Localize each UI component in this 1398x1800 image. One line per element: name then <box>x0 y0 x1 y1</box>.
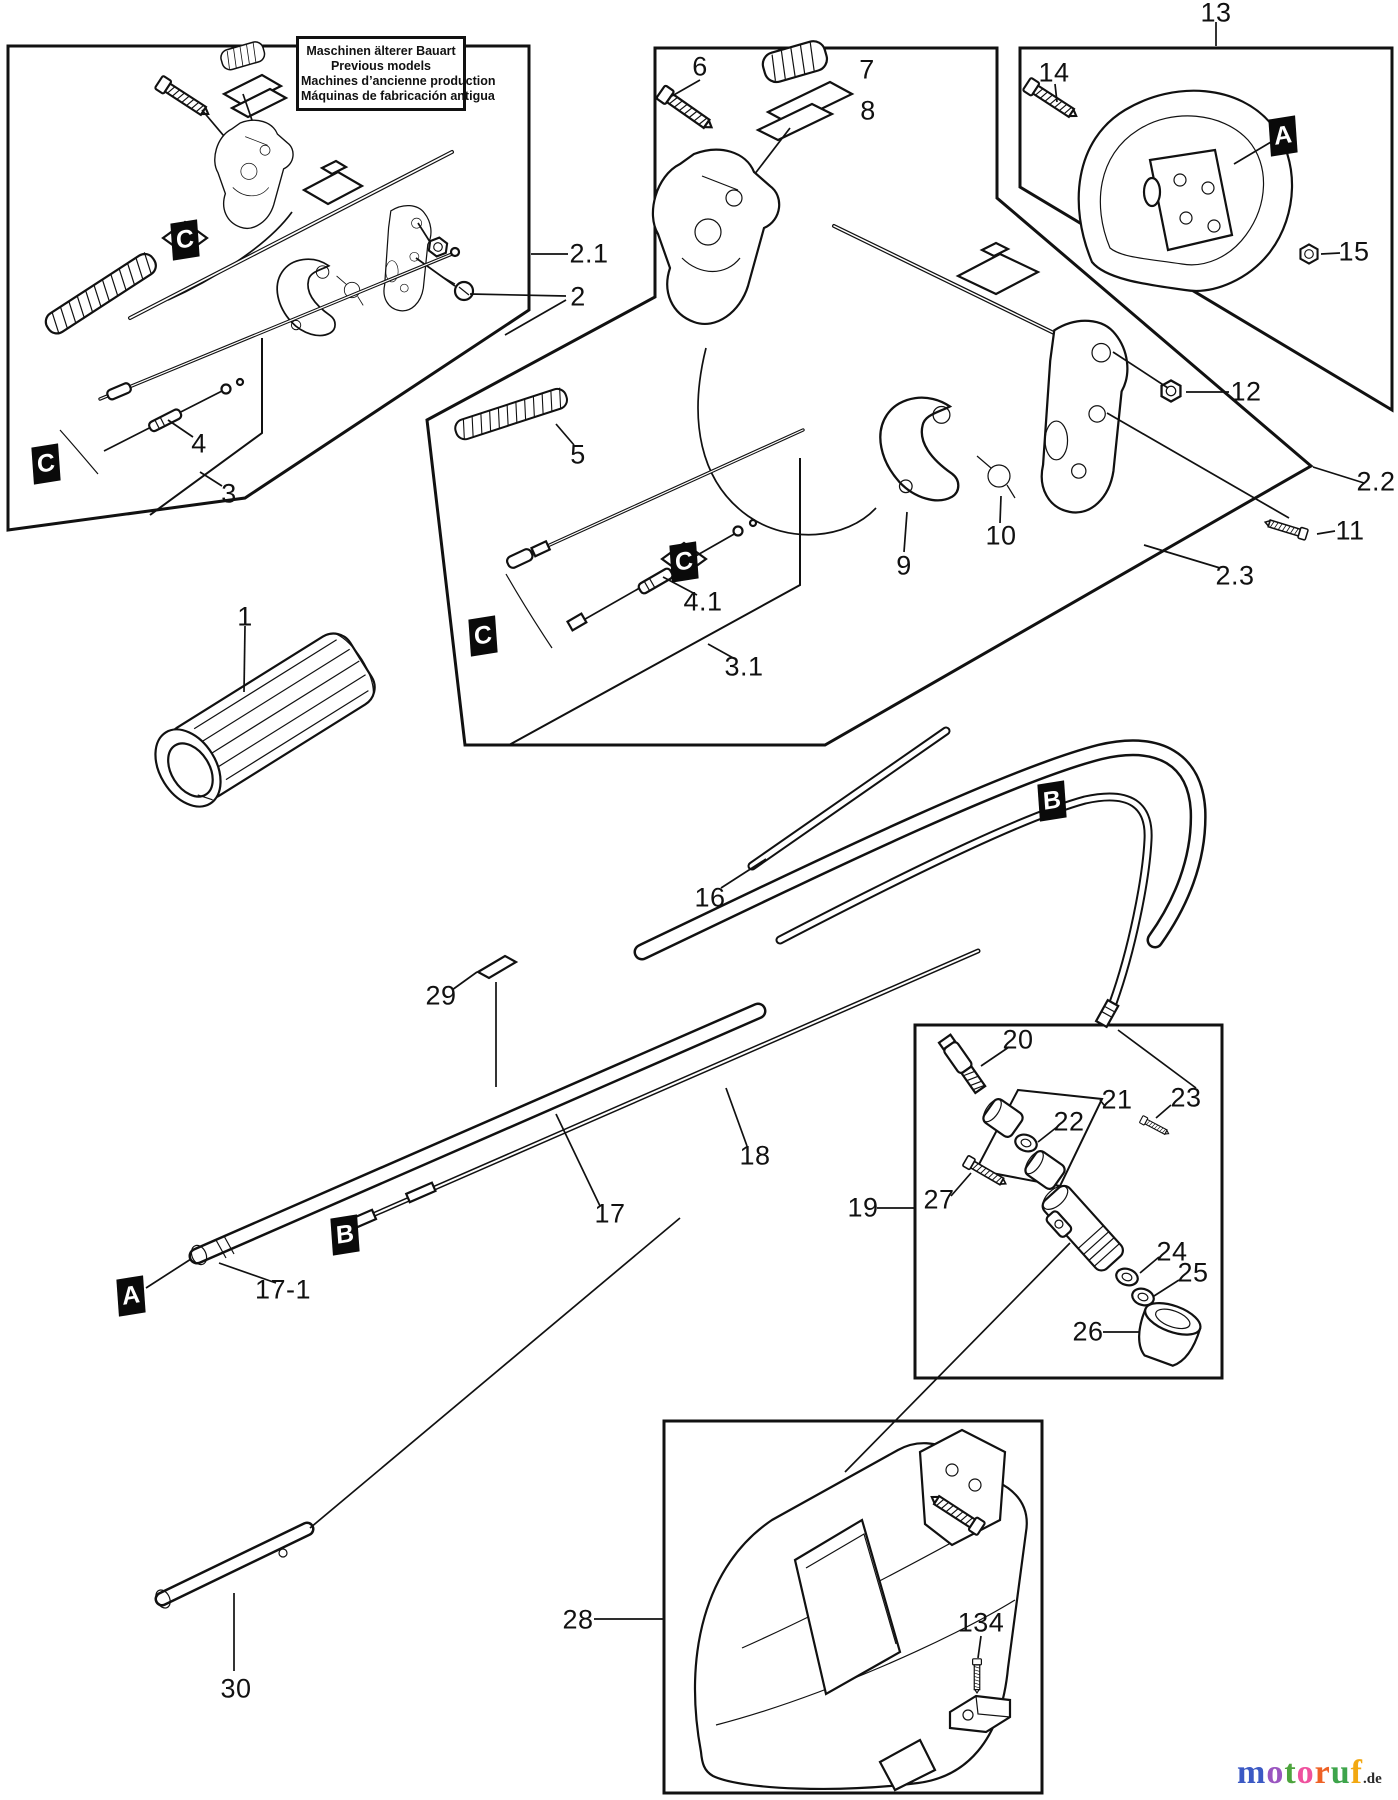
logo-letter: o <box>1266 1754 1285 1791</box>
part-label-6: 6 <box>692 51 708 82</box>
part-label-22: 22 <box>1053 1106 1085 1137</box>
letter-badge-c-box1-low: C <box>31 443 61 485</box>
part-label-10: 10 <box>985 520 1017 551</box>
part-label-9: 9 <box>896 550 912 581</box>
guard-box <box>662 1419 1044 1795</box>
notice-line-de: Maschinen älterer Bauart <box>306 44 456 58</box>
part-label-26: 26 <box>1072 1316 1104 1347</box>
part-label-2-2: 2.2 <box>1356 466 1396 497</box>
logo-suffix: .de <box>1363 1771 1382 1787</box>
part-label-24: 24 <box>1156 1236 1188 1267</box>
part-label-3-1: 3.1 <box>724 651 764 682</box>
part-label-17: 17 <box>594 1198 626 1229</box>
part-label-19: 19 <box>847 1192 879 1223</box>
logo-letter: t <box>1284 1754 1297 1791</box>
part-label-20: 20 <box>1002 1024 1034 1055</box>
part-label-11: 11 <box>1335 515 1365 546</box>
letter-badge-a-handle: A <box>1268 115 1298 157</box>
part-label-18: 18 <box>739 1140 771 1171</box>
part-label-1: 1 <box>237 601 253 632</box>
part-label-5: 5 <box>570 439 586 470</box>
part-label-4-1: 4.1 <box>683 586 723 617</box>
logo-letter: f <box>1350 1754 1363 1791</box>
part-label-28: 28 <box>562 1604 594 1635</box>
logo-letter: r <box>1314 1754 1331 1791</box>
part-label-27: 27 <box>923 1184 955 1215</box>
notice-line-es: Máquinas de fabricación antigua <box>301 89 495 103</box>
letter-badge-b-shaft: B <box>330 1214 360 1256</box>
part-label-4: 4 <box>191 428 207 459</box>
letter-badge-c-box2-low: C <box>468 615 498 657</box>
part-label-15: 15 <box>1338 236 1370 267</box>
grip-and-shaft-assembly <box>145 625 1207 1671</box>
part-label-16: 16 <box>694 882 726 913</box>
previous-models-notice: Maschinen älterer Bauart Previous models… <box>296 36 496 111</box>
part-label-3: 3 <box>221 478 237 509</box>
part-label-134: 134 <box>957 1607 1005 1638</box>
part-label-2-3: 2.3 <box>1215 560 1255 591</box>
current-models-box <box>425 46 1314 747</box>
part-label-2: 2 <box>570 281 586 312</box>
part-label-25: 25 <box>1177 1257 1209 1288</box>
notice-line-fr: Machines d’ancienne production <box>301 74 496 88</box>
loop-handle-box <box>1018 46 1394 413</box>
motoruf-logo: motoruf.de <box>1237 1756 1382 1790</box>
logo-letter: u <box>1330 1754 1351 1791</box>
part-label-12: 12 <box>1230 376 1262 407</box>
part-label-13: 13 <box>1200 0 1232 28</box>
part-label-17-1: 17-1 <box>254 1274 312 1305</box>
part-label-23: 23 <box>1170 1082 1202 1113</box>
part-label-21: 21 <box>1101 1084 1133 1115</box>
notice-line-en: Previous models <box>330 59 432 73</box>
logo-letter: m <box>1237 1754 1267 1791</box>
guard-assembly <box>594 1428 1028 1792</box>
current-throttle-assembly <box>451 37 1365 660</box>
letter-badge-b-curve: B <box>1037 780 1067 822</box>
letter-badge-a-shaft: A <box>116 1275 146 1317</box>
part-label-2-1: 2.1 <box>569 238 609 269</box>
gear-head-assembly <box>844 1033 1202 1473</box>
gear-head-box <box>913 1023 1224 1380</box>
part-label-14: 14 <box>1038 57 1070 88</box>
letter-badge-c-box2-top: C <box>669 541 699 583</box>
part-label-30: 30 <box>220 1673 252 1704</box>
part-label-29: 29 <box>425 980 457 1011</box>
loop-handle-assembly <box>1021 22 1341 292</box>
part-label-8: 8 <box>860 95 876 126</box>
logo-letter: o <box>1296 1754 1315 1791</box>
letter-badge-c-box1-top: C <box>170 219 200 261</box>
part-label-7: 7 <box>859 54 875 85</box>
